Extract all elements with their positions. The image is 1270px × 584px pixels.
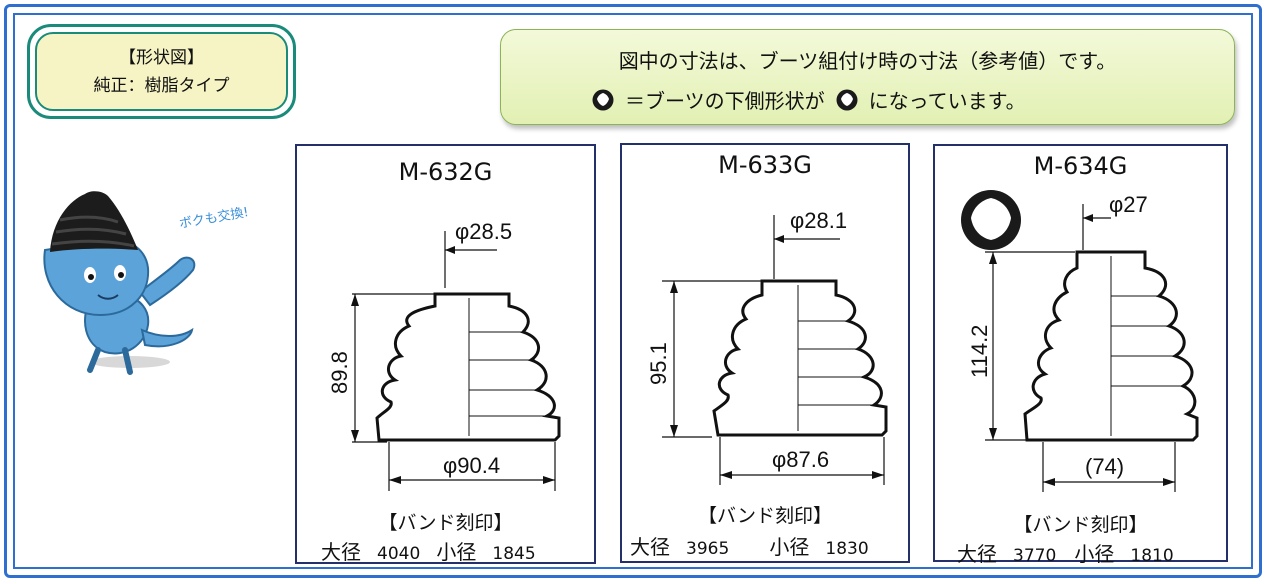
product-panel-m632g: M-632G φ28.5 89.8 φ90.4 【バンド刻印】 大径 4040 … bbox=[295, 144, 596, 564]
boot-drawing: φ28.5 89.8 φ90.4 bbox=[327, 219, 561, 491]
product-panel-m634g: M-634G φ27 114.2 (74) 【バンド刻印】 大径 3770 小径… bbox=[933, 144, 1228, 566]
bottom-diameter-label: (74) bbox=[1085, 454, 1124, 479]
small-label: 小径 bbox=[1074, 542, 1115, 566]
title-box: 【形状図】 純正：樹脂タイプ bbox=[27, 24, 296, 119]
boot-drawing: φ27 114.2 (74) bbox=[961, 190, 1199, 492]
ring-icon bbox=[836, 89, 858, 110]
bottom-diameter-label: φ90.4 bbox=[443, 453, 500, 478]
top-diameter-label: φ27 bbox=[1109, 192, 1148, 217]
top-diameter-label: φ28.5 bbox=[455, 219, 512, 244]
note-line2-part2: になっています。 bbox=[868, 89, 1026, 113]
band-values: 大径 4040 小径 1845 bbox=[321, 536, 594, 565]
top-diameter-label: φ28.1 bbox=[790, 208, 847, 233]
mascot-speech: ボクも交換! bbox=[178, 204, 250, 232]
large-label: 大径 bbox=[957, 542, 997, 566]
band-values: 大径 3770 小径 1810 bbox=[957, 538, 1226, 567]
small-label: 小径 bbox=[769, 535, 810, 559]
product-panel-m633g: M-633G φ28.1 95.1 φ87.6 【バンド刻印】 大径 3965 … bbox=[620, 143, 910, 563]
mascot-character: ボクも交換! bbox=[43, 191, 250, 375]
large-value: 3965 bbox=[686, 539, 730, 559]
boot-drawing: φ28.1 95.1 φ87.6 bbox=[646, 208, 888, 485]
band-title: 【バンド刻印】 bbox=[698, 505, 832, 527]
note-line2-part1: ＝ブーツの下側形状が bbox=[625, 89, 825, 113]
small-value: 1810 bbox=[1130, 546, 1174, 566]
band-title: 【バンド刻印】 bbox=[378, 512, 513, 534]
large-value: 3770 bbox=[1013, 546, 1057, 566]
note-line1: 図中の寸法は、ブーツ組付け時の寸法（参考値）です。 bbox=[618, 49, 1117, 73]
large-value: 4040 bbox=[377, 544, 421, 564]
large-label: 大径 bbox=[630, 535, 670, 559]
product-name: M-634G bbox=[1033, 152, 1128, 180]
small-value: 1830 bbox=[825, 539, 869, 559]
small-label: 小径 bbox=[436, 540, 477, 564]
ring-icon bbox=[961, 190, 1021, 250]
band-values: 大径 3965 小径 1830 bbox=[630, 531, 908, 560]
bottom-diameter-label: φ87.6 bbox=[772, 447, 829, 472]
note-line2: ＝ブーツの下側形状が になっています。 bbox=[591, 85, 1026, 114]
title-line1: 【形状図】 bbox=[119, 47, 204, 68]
height-label: 95.1 bbox=[646, 342, 671, 385]
product-name: M-633G bbox=[718, 151, 812, 179]
small-value: 1845 bbox=[492, 544, 536, 564]
large-label: 大径 bbox=[321, 540, 361, 564]
note-box: 図中の寸法は、ブーツ組付け時の寸法（参考値）です。 ＝ブーツの下側形状が になっ… bbox=[500, 29, 1235, 125]
title-line2: 純正：樹脂タイプ bbox=[93, 75, 230, 96]
product-name: M-632G bbox=[398, 158, 493, 186]
outer-frame bbox=[4, 4, 1262, 578]
band-title: 【バンド刻印】 bbox=[1013, 514, 1148, 536]
ring-icon bbox=[592, 89, 614, 110]
height-label: 114.2 bbox=[967, 325, 992, 378]
height-label: 89.8 bbox=[327, 351, 352, 394]
